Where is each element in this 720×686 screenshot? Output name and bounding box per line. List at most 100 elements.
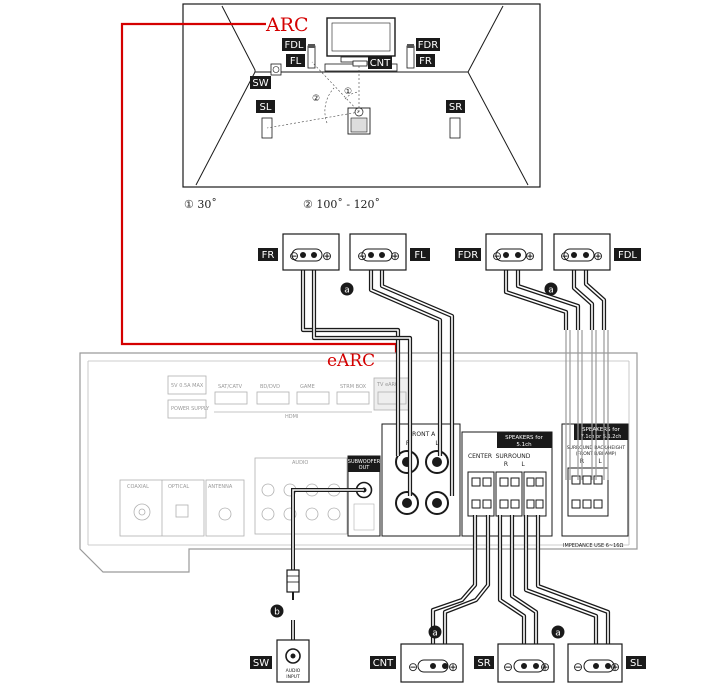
svg-text:FDL: FDL	[618, 250, 637, 261]
speaker-sw-body	[270, 63, 282, 76]
room-tag-fdr: FDR	[416, 38, 440, 51]
power-supply-label: POWER SUPPLY	[171, 406, 210, 412]
cable-marker-a-center: a	[428, 625, 442, 639]
audio-section-label: AUDIO	[292, 460, 308, 466]
height-speaker-wires	[565, 330, 609, 480]
room-wall-right-top	[467, 5, 504, 73]
svg-text:SR: SR	[477, 658, 490, 669]
svg-text:a: a	[555, 629, 561, 639]
svg-text:CNT: CNT	[370, 58, 391, 69]
svg-text:⊖: ⊖	[357, 249, 367, 263]
terminal-fr: ⊖ ⊕	[282, 233, 340, 271]
speaker-fdr-body	[407, 44, 414, 48]
svg-text:FDR: FDR	[418, 40, 438, 51]
hdmi-tv-out-label: TV eARC	[376, 382, 399, 388]
speakers-71-line1: SPEAKERS for	[582, 427, 620, 433]
svg-text:SL: SL	[630, 658, 642, 669]
terminal-sl-tag: SL	[626, 656, 646, 669]
terminal-fdl: ⊖ ⊕	[553, 233, 611, 271]
svg-text:⊖: ⊖	[560, 249, 570, 263]
svg-text:SL: SL	[260, 102, 272, 113]
hdmi-label: HDMI	[285, 414, 298, 420]
subwoofer-out-line1: SUBWOOFER	[348, 459, 381, 465]
room-tag-sl: SL	[256, 100, 275, 113]
terminal-sr-tag: SR	[474, 656, 494, 669]
hdmi-label-4: STRM BOX	[340, 384, 367, 390]
cable-marker-a-height: a	[544, 282, 558, 296]
terminal-fdr: ⊖ ⊕	[485, 233, 543, 271]
terminal-fdr-tag: FDR	[455, 248, 481, 261]
arc-label: ARC	[265, 14, 309, 36]
terminal-cnt-tag: CNT	[370, 656, 396, 669]
legend-item-1: ① 30˚	[184, 198, 217, 211]
speakers-51-line2: 5.1ch	[516, 442, 532, 448]
listener-seat	[347, 107, 371, 135]
speakers-51-terminals	[467, 471, 547, 517]
speaker-sr-body	[449, 117, 461, 139]
legend-item-2: ② 100˚ - 120˚	[303, 198, 380, 211]
tv-bezel	[331, 22, 391, 52]
analog-audio-inputs	[254, 457, 348, 535]
earc-label: eARC	[327, 351, 375, 371]
angle-marker-1: ①	[344, 87, 352, 97]
room-tag-cnt: CNT	[368, 56, 392, 69]
terminal-sr: ⊖ ⊕	[497, 643, 555, 683]
room-wall-left	[195, 71, 256, 186]
svg-text:⊖: ⊖	[573, 660, 583, 674]
svg-text:⊕: ⊕	[525, 249, 535, 263]
svg-text:⊕: ⊕	[540, 660, 550, 674]
cable-marker-a-front: a	[340, 282, 354, 296]
svg-text:⊕: ⊕	[322, 249, 332, 263]
terminal-cnt: ⊖ ⊕	[400, 643, 464, 683]
terminal-sl: ⊖ ⊕	[567, 643, 623, 683]
svg-text:b: b	[274, 608, 280, 618]
svg-text:SW: SW	[253, 658, 269, 669]
svg-text:⊖: ⊖	[503, 660, 513, 674]
speakers-51-line1: SPEAKERS for	[505, 435, 543, 441]
svg-text:a: a	[344, 286, 350, 296]
angle-guides	[266, 61, 360, 129]
optical-label: OPTICAL	[168, 484, 189, 490]
svg-text:SW: SW	[252, 78, 268, 89]
subwoofer-out-line2: OUT	[359, 465, 371, 471]
svg-text:a: a	[432, 629, 438, 639]
front-a-panel	[381, 423, 461, 537]
angle-marker-2: ②	[312, 94, 320, 104]
digital-inputs	[119, 479, 245, 537]
svg-text:⊕: ⊕	[390, 249, 400, 263]
tv-screen	[326, 17, 396, 57]
svg-text:⊖: ⊖	[492, 249, 502, 263]
terminal-fl-tag: FL	[410, 248, 430, 261]
surround-label: SURROUND	[496, 453, 531, 460]
surround-l-label: L	[521, 461, 525, 468]
subwoofer-input: AUDIO INPUT	[276, 639, 310, 683]
sbh-l-label: L	[598, 458, 602, 465]
hdmi-section	[167, 375, 411, 419]
speakers-71-terminals	[567, 467, 609, 517]
sw-jack-line1: AUDIO	[286, 668, 301, 674]
room-wall-left-top	[221, 5, 256, 72]
svg-text:⊖: ⊖	[408, 660, 418, 674]
cable-marker-a-surround: a	[551, 625, 565, 639]
front-a-binding-posts	[395, 450, 449, 515]
svg-text:⊕: ⊕	[593, 249, 603, 263]
usb-label: 5V 0.5A MAX	[171, 383, 204, 389]
receiver-rear-panel: 5V 0.5A MAX POWER SUPPLY SAT/CATV BD/DVD…	[79, 351, 638, 573]
speakers-71-line2: 7.1ch or 5.1.2ch	[581, 434, 622, 440]
antenna-label: ANTENNA	[208, 484, 233, 490]
hdmi-label-1: SAT/CATV	[218, 384, 243, 390]
hdmi-label-2: BD/DVD	[260, 384, 280, 390]
terminal-fdl-tag: FDL	[614, 248, 641, 261]
subwoofer-cable	[286, 488, 364, 640]
front-l-label: L	[435, 440, 439, 447]
svg-text:FL: FL	[414, 250, 426, 261]
sw-jack-line2: INPUT	[286, 674, 300, 680]
room-illustration: ① ② ARC FDL FL FDR FR CNT SW	[182, 3, 541, 188]
room-tag-fdl: FDL	[282, 38, 306, 51]
room-tag-fr: FR	[416, 54, 435, 67]
center-label: CENTER	[468, 453, 492, 460]
room-wall-right	[467, 71, 529, 186]
terminal-fl: ⊖ ⊕	[349, 233, 407, 271]
terminal-sw-tag: SW	[250, 656, 272, 669]
room-tag-sr: SR	[446, 100, 465, 113]
